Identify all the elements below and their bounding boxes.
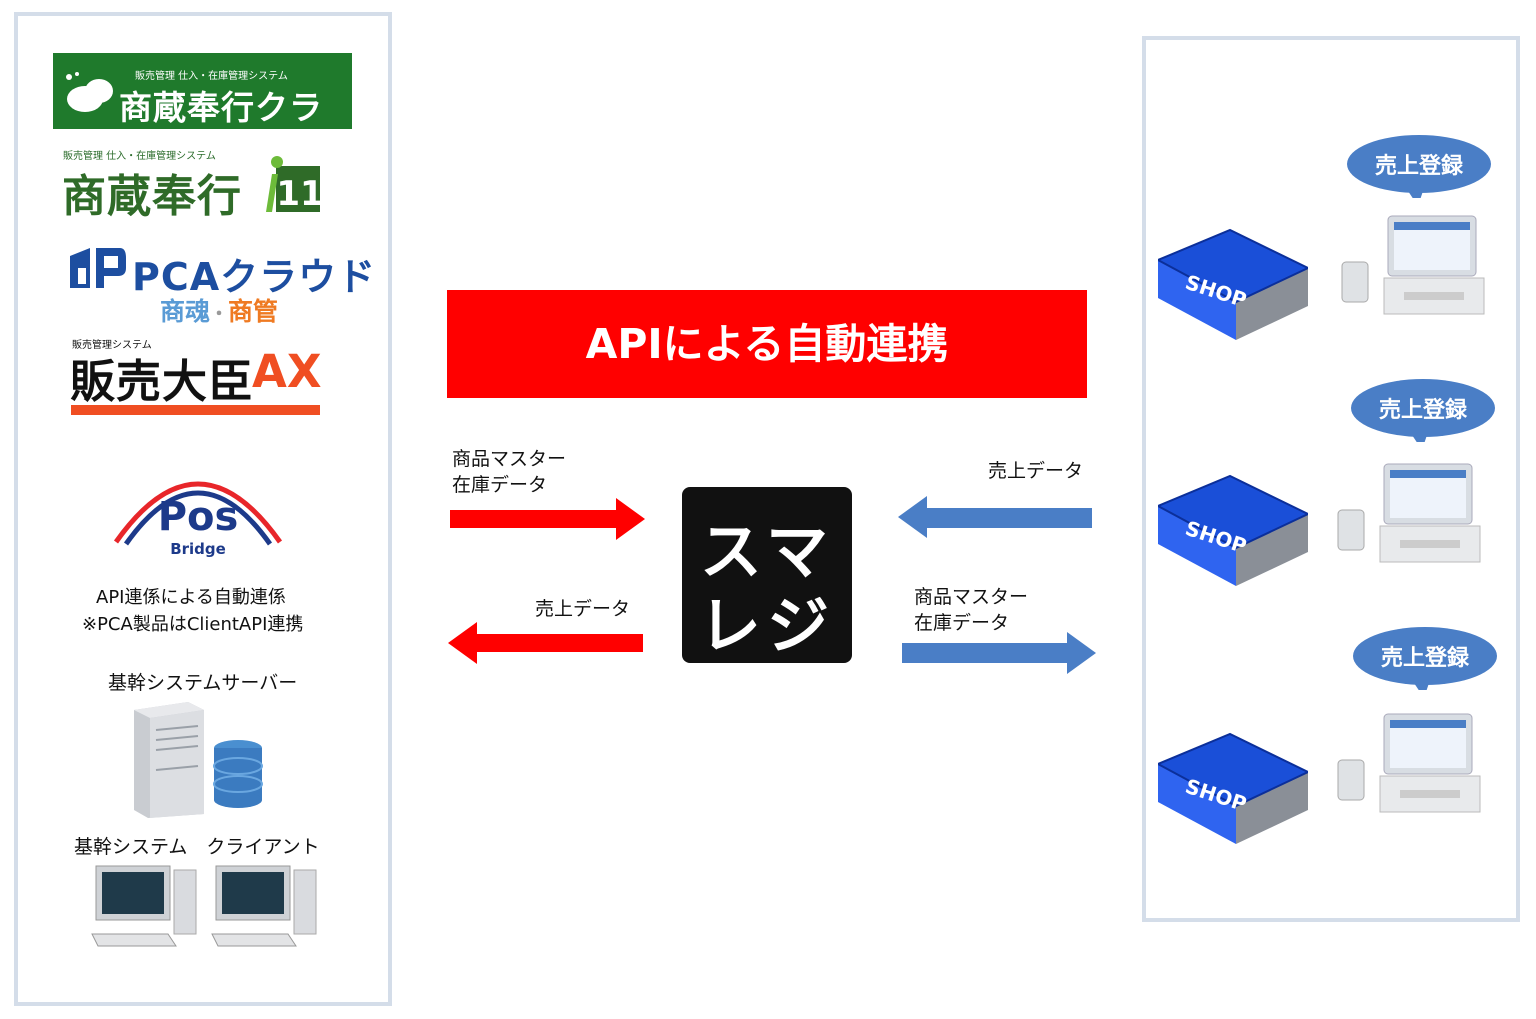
- desktop-pc-icon: [211, 865, 317, 947]
- bubble-label: 売上登録: [1375, 153, 1464, 179]
- logo-underline: [71, 405, 320, 415]
- server-label: 基幹システムサーバー: [108, 672, 298, 694]
- arrow-left-blue: [898, 496, 1092, 538]
- shozo-bugyo-i11-logo: 商蔵奉行: [62, 171, 242, 222]
- shop-building-icon: SHOP: [1158, 732, 1308, 844]
- speech-bubble-icon: 売上登録: [1353, 627, 1497, 690]
- smaregi-line2: レジ: [698, 589, 835, 662]
- smaregi-line1: スマ: [699, 515, 835, 588]
- speech-bubble-icon: 売上登録: [1351, 379, 1495, 442]
- desktop-pc-icon: [91, 865, 197, 947]
- shop-building-icon: SHOP: [1158, 474, 1308, 586]
- speech-bubble-icon: 売上登録: [1347, 135, 1491, 198]
- sales-data-label: 売上データ: [535, 598, 631, 620]
- pos-register-icon: [1337, 463, 1481, 563]
- system-panel: [14, 12, 392, 1006]
- shop-building-icon: SHOP: [1158, 228, 1308, 340]
- api-integration-banner: APIによる自動連携: [447, 290, 1087, 398]
- database-icon: [213, 740, 263, 808]
- i11-badge-icon: 11: [266, 156, 322, 214]
- product-shokon: 商魂: [160, 297, 211, 326]
- ax-label: AX: [252, 345, 322, 398]
- pos-register-icon: [1337, 713, 1481, 813]
- logo-title: 商蔵奉行クラウド: [119, 88, 323, 175]
- pos-bridge-logo: Pos Bridge: [113, 481, 283, 558]
- logo-caption: 販売管理 仕入・在庫管理システム: [63, 151, 216, 162]
- sales-data-label: 売上データ: [988, 460, 1084, 482]
- pos-register-icon: [1341, 215, 1485, 315]
- arrow-left-red: [448, 622, 643, 664]
- label-line: 在庫データ: [914, 612, 1010, 634]
- product-shokan: 商管: [228, 297, 279, 326]
- pca-cloud-logo: PCAクラウド: [132, 255, 377, 299]
- arrow-right-blue: [902, 632, 1096, 674]
- label-line: 商品マスター: [452, 448, 567, 470]
- product-master-label: 商品マスター 在庫データ: [914, 584, 1028, 636]
- bubble-label: 売上登録: [1381, 645, 1470, 671]
- server-icon: [134, 702, 263, 818]
- bridge-text: Bridge: [170, 540, 226, 558]
- pca-icon: [70, 248, 126, 288]
- badge-number: 11: [276, 174, 322, 214]
- label-line: 商品マスター: [914, 586, 1029, 608]
- label-line: 在庫データ: [452, 474, 548, 496]
- api-note: API連係による自動連係: [96, 587, 286, 608]
- client-label: 基幹システム クライアント: [74, 836, 320, 858]
- bubble-label: 売上登録: [1379, 397, 1468, 423]
- product-master-label: 商品マスター 在庫データ: [452, 446, 566, 498]
- shozo-bugyo-cloud-logo: 販売管理 仕入・在庫管理システム 商蔵奉行クラウド: [53, 53, 352, 175]
- logo-caption: 販売管理システム: [72, 340, 152, 351]
- pca-note: ※PCA製品はClientAPI連携: [82, 614, 304, 635]
- hanbai-daijin-logo: 販売大臣: [70, 355, 255, 408]
- pca-products: 商魂・商管: [160, 292, 278, 328]
- cloud-icon: [66, 72, 113, 112]
- pos-text: Pos: [158, 494, 239, 540]
- logo-caption: 販売管理 仕入・在庫管理システム: [135, 71, 288, 82]
- arrow-right-red: [450, 498, 645, 540]
- separator: ・: [210, 304, 229, 325]
- smaregi-logo: スマ レジ: [682, 487, 852, 663]
